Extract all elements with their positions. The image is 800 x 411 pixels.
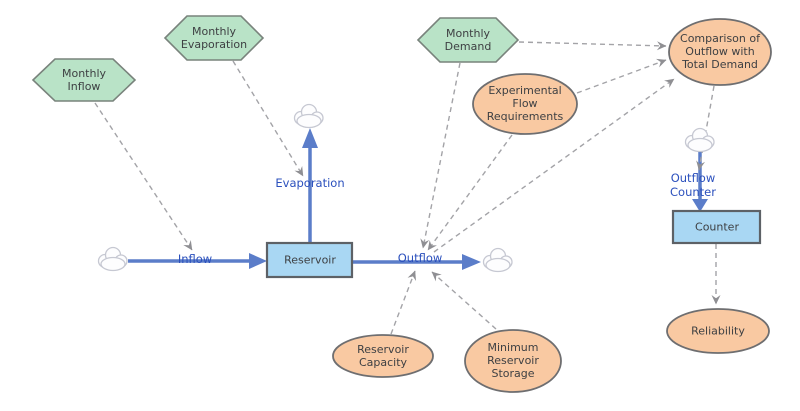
outflow-counter-arrowhead-icon xyxy=(692,199,708,212)
evaporation-arrowhead-icon xyxy=(302,128,318,148)
cloud-part xyxy=(687,137,713,153)
flow-evaporation[interactable] xyxy=(302,128,318,243)
link-monthly-demand-to-comparison[interactable] xyxy=(518,41,667,51)
link-outflow-to-comparison[interactable] xyxy=(433,78,675,253)
flow-inflow[interactable] xyxy=(128,253,267,269)
flow-outflow-counter[interactable] xyxy=(692,145,708,212)
node-reservoir[interactable] xyxy=(265,241,354,279)
cloud-icon[interactable] xyxy=(97,246,128,272)
cloud-icon[interactable] xyxy=(684,127,715,153)
link-experimental-flow-to-outflow[interactable] xyxy=(427,134,513,251)
node-comparison-of-outflow-with-total-demand[interactable] xyxy=(668,18,772,86)
node-monthly-inflow[interactable] xyxy=(31,58,137,102)
cloud-part xyxy=(485,257,511,273)
node-reservoir-capacity[interactable] xyxy=(332,334,434,378)
node-minimum-reservoir-storage[interactable] xyxy=(464,329,562,393)
link-minimum-storage-to-outflow[interactable] xyxy=(431,271,497,330)
flow-outflow[interactable] xyxy=(352,254,481,270)
inflow-arrowhead-icon xyxy=(249,253,267,269)
node-monthly-demand[interactable] xyxy=(416,17,520,63)
node-monthly-evaporation[interactable] xyxy=(163,15,265,61)
link-reservoir-capacity-to-outflow[interactable] xyxy=(390,270,417,335)
link-experimental-flow-to-comparison[interactable] xyxy=(576,58,667,94)
link-monthly-demand-to-outflow[interactable] xyxy=(420,62,461,249)
node-reliability[interactable] xyxy=(666,308,770,354)
cloud-icon[interactable] xyxy=(482,247,513,273)
cloud-icon[interactable] xyxy=(293,103,324,129)
outflow-arrowhead-icon xyxy=(462,254,481,270)
link-monthly-evaporation-to-evaporation[interactable] xyxy=(232,60,304,177)
node-counter[interactable] xyxy=(671,209,762,245)
node-experimental-flow-requirements[interactable] xyxy=(472,73,578,135)
cloud-part xyxy=(100,256,126,272)
link-monthly-inflow-to-inflow[interactable] xyxy=(94,102,193,251)
cloud-part xyxy=(296,113,322,129)
